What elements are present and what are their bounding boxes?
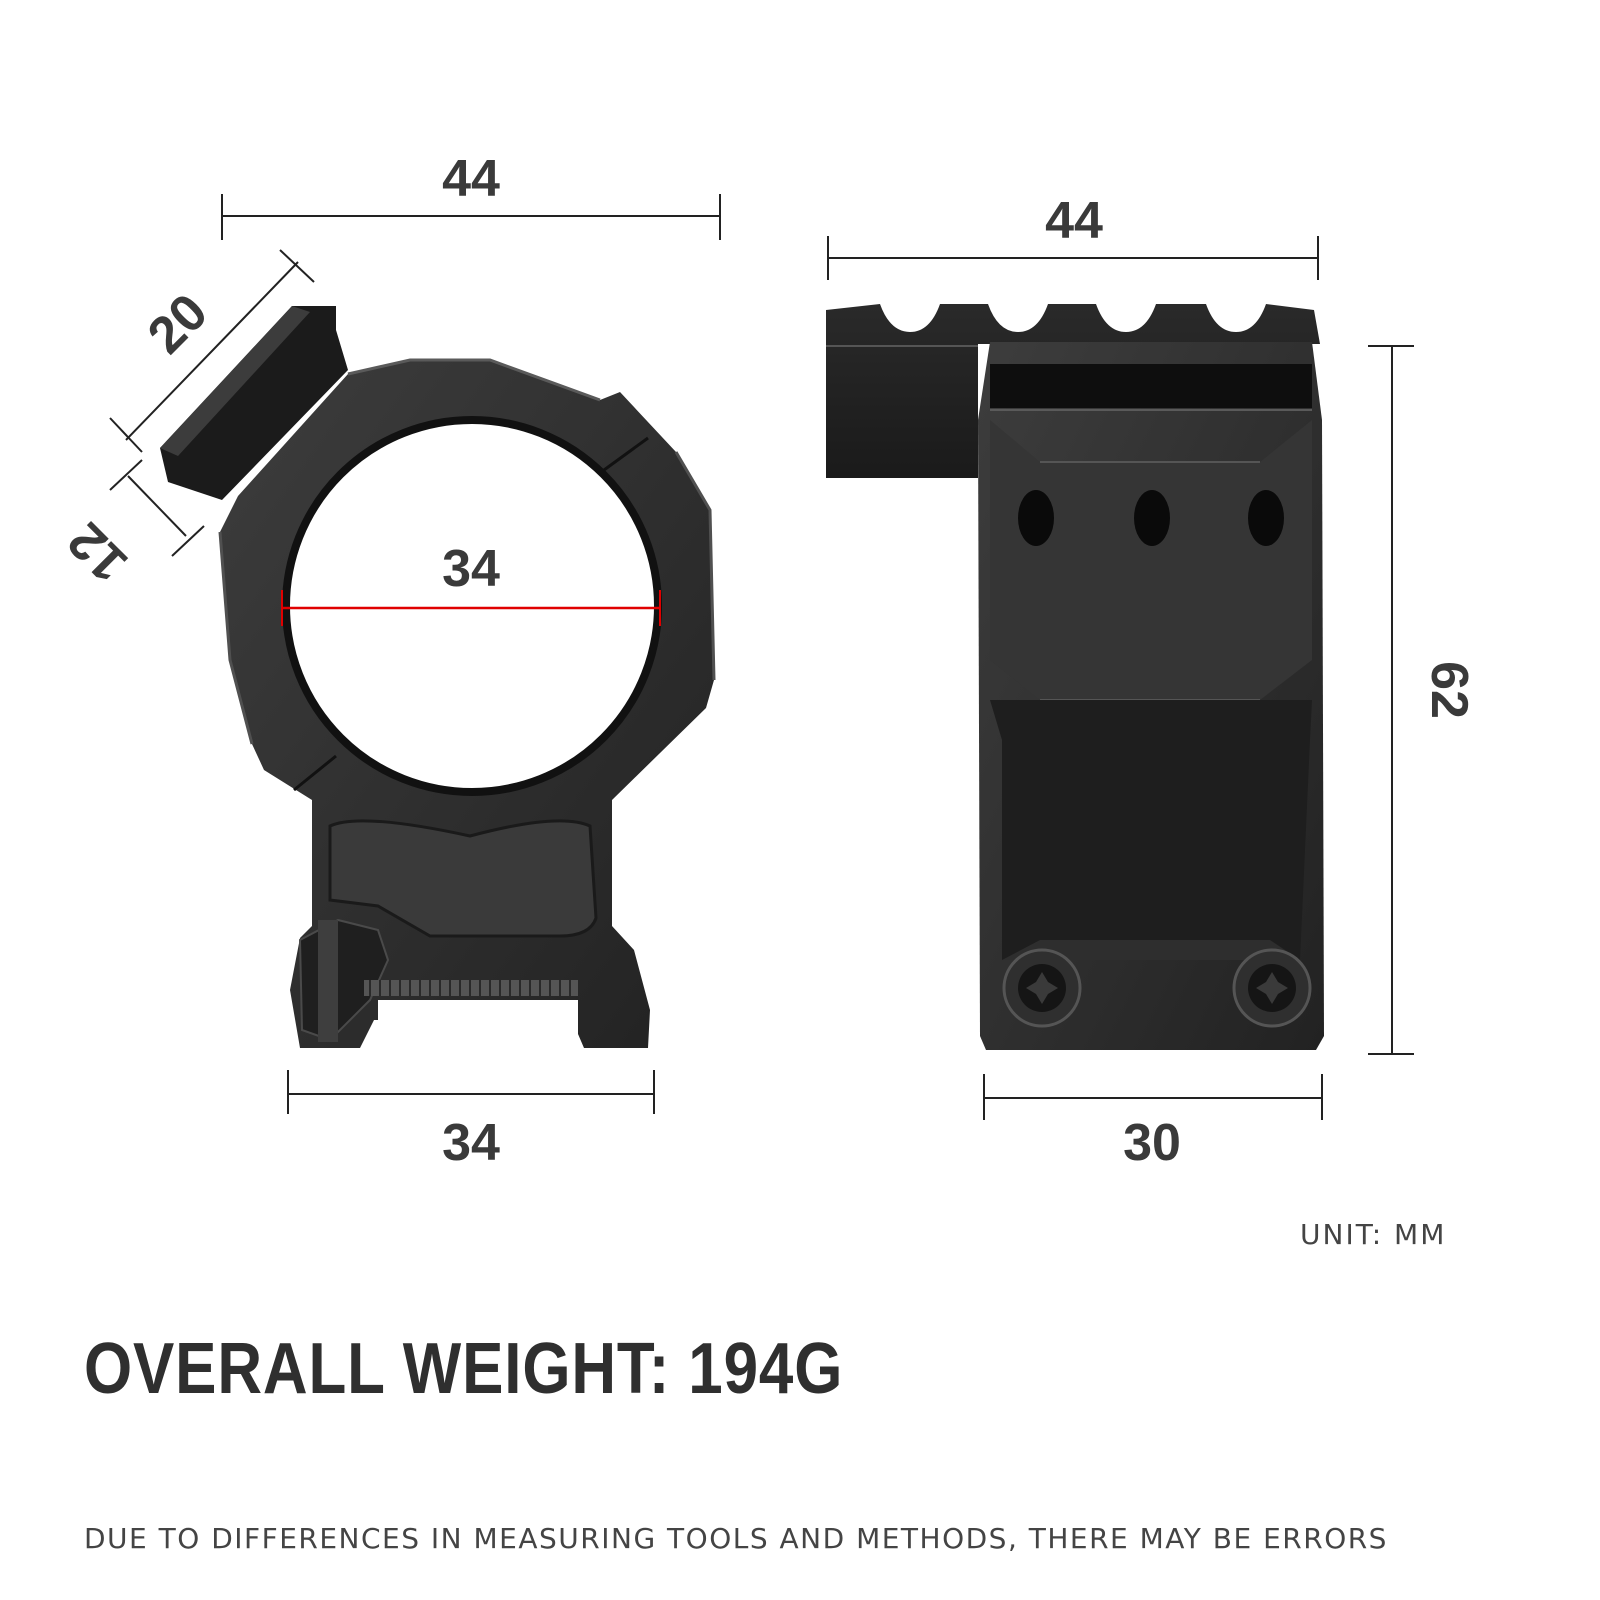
side-hole-3 bbox=[1248, 490, 1284, 546]
dim-side-base-width: 30 bbox=[1123, 1114, 1181, 1172]
dim-rail-height: 12 bbox=[57, 511, 139, 593]
disclaimer-text: DUE TO DIFFERENCES IN MEASURING TOOLS AN… bbox=[84, 1522, 1388, 1555]
side-view bbox=[826, 304, 1324, 1050]
side-bolt-right bbox=[1232, 948, 1312, 1028]
dimension-lines bbox=[109, 194, 1414, 1120]
overall-weight: OVERALL WEIGHT: 194G bbox=[84, 1329, 844, 1409]
side-hole-1 bbox=[1018, 490, 1054, 546]
dim-front-base-width: 34 bbox=[442, 1114, 500, 1172]
dim-inner-diameter: 34 bbox=[442, 540, 500, 598]
dim-side-top-width: 44 bbox=[1045, 192, 1103, 250]
dim-front-top-width: 44 bbox=[442, 150, 500, 208]
dim-side-height: 62 bbox=[1420, 661, 1478, 719]
lower-recess bbox=[328, 819, 598, 938]
ring-bore bbox=[282, 416, 662, 796]
dim-rail-length: 20 bbox=[137, 283, 219, 365]
front-view bbox=[160, 306, 716, 1048]
side-top-rail bbox=[826, 304, 1320, 478]
front-top-rail bbox=[160, 306, 348, 500]
unit-label: UNIT: MM bbox=[1300, 1218, 1447, 1251]
side-bolt-left bbox=[1002, 948, 1082, 1028]
side-hole-2 bbox=[1134, 490, 1170, 546]
